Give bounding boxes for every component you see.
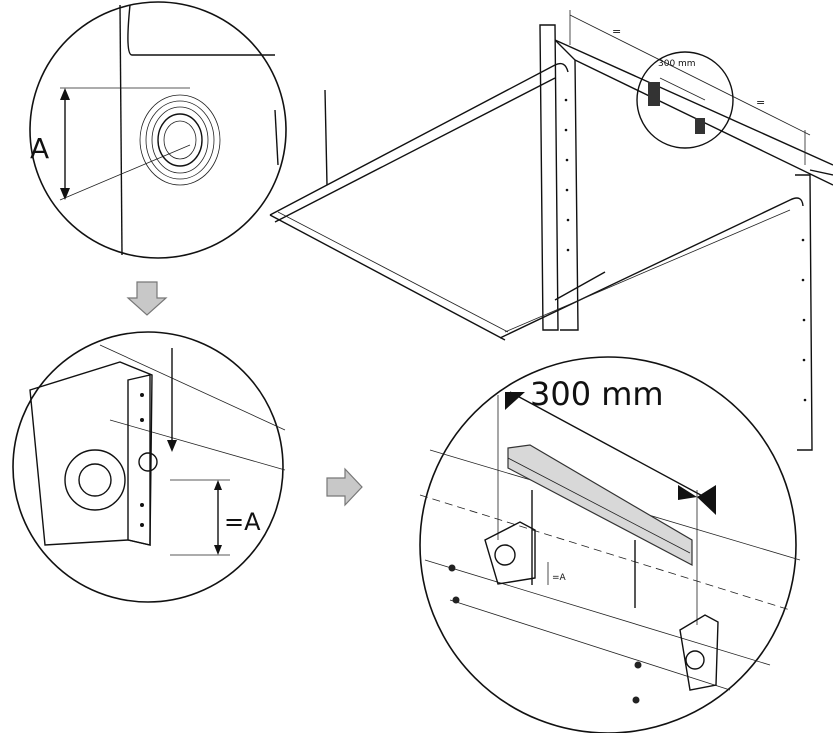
dim-300-arrow-right-a [678, 485, 697, 500]
operator-bar [507, 444, 693, 566]
garage-door-overview: = = 300 mm [269, 10, 833, 451]
track-perforations [564, 98, 807, 402]
right-bracket-bore [685, 650, 705, 670]
circle-frame-top-left [29, 1, 287, 259]
left-horizontal-track [269, 62, 569, 216]
right-horizontal-track [499, 197, 804, 339]
down-arrow-icon [126, 281, 168, 316]
ceiling-hanger [324, 89, 328, 186]
small-300mm-label: 300 mm [658, 59, 696, 69]
panel-handle [274, 109, 279, 166]
wall-line-d [449, 599, 731, 691]
left-bracket [484, 521, 536, 585]
top-dimension-line [569, 14, 811, 136]
right-arrow-icon [326, 467, 363, 507]
left-door-post [539, 24, 559, 331]
dim-300-line [509, 391, 711, 501]
wall-line-c [424, 559, 771, 666]
header-beam-top [554, 39, 833, 166]
small-bracket-left [648, 82, 660, 106]
eq-a-arrow-up [214, 480, 222, 490]
dim-a-label: A [30, 132, 49, 165]
circle-frame-bottom-right [419, 356, 797, 734]
wall-line-1 [99, 344, 286, 431]
door-edge-line [119, 4, 123, 256]
left-vertical-track [554, 39, 579, 331]
equal-sign-right: = [756, 96, 765, 109]
small-bracket-right [695, 118, 705, 134]
dim-a-arrow-up [60, 88, 70, 100]
bracket-flange [127, 374, 151, 546]
right-horizontal-track-inner [504, 209, 791, 333]
bracket-holes [140, 393, 144, 527]
dim-300-arrow-right-b [697, 485, 716, 515]
circle-frame-bottom-left [12, 331, 284, 603]
wall-line-2 [109, 419, 286, 471]
small-eq-a-label: =A [552, 573, 567, 583]
front-rail-inner [277, 211, 509, 333]
guide-arrow-down [167, 440, 177, 452]
spring-coil-icon [139, 94, 221, 186]
bracket-bore [64, 449, 126, 511]
screw-icons [448, 564, 642, 704]
left-horizontal-track-inner [274, 77, 556, 223]
detail-circle-300mm: 300 mm =A [419, 356, 801, 734]
equal-sign-left: = [612, 25, 621, 38]
detail-circle-bracket: =A [12, 331, 286, 603]
detail-callout-circle [636, 51, 734, 149]
torsion-shaft [554, 271, 606, 301]
bracket-bore-inner [78, 463, 112, 497]
door-panel-top [127, 4, 275, 56]
bracket-bolt [138, 452, 158, 472]
right-wall-edge [809, 169, 833, 176]
operator-bar-ridge [507, 457, 691, 554]
front-rail [269, 214, 506, 341]
left-bracket-bore [494, 544, 516, 566]
small-bar [659, 77, 706, 101]
right-vertical-track [795, 174, 813, 451]
dim-a-arrow-down [60, 188, 70, 200]
detail-circle-measure-a: A [29, 1, 287, 259]
dim-300-label: 300 mm [530, 375, 664, 413]
dim-300-arrow-left [505, 392, 525, 410]
eq-a-arrow-down [214, 545, 222, 555]
eq-a-label: =A [224, 508, 261, 536]
dim-a-bottom-extension [59, 144, 191, 201]
right-bracket [679, 614, 719, 691]
